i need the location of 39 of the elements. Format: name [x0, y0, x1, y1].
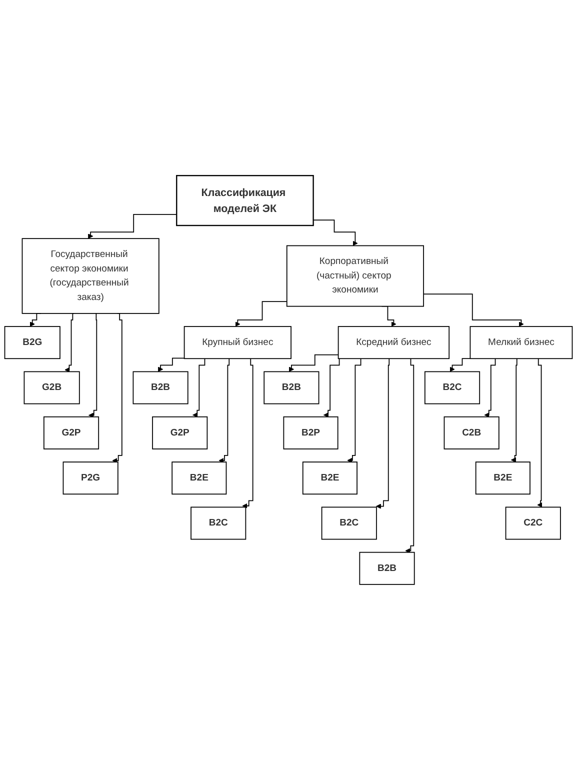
arrow [312, 220, 358, 246]
node-box: Классификация моделей ЭК [176, 174, 314, 226]
node-box: B2P [283, 416, 338, 450]
node-box: G2P [43, 416, 100, 450]
arrow [158, 358, 185, 372]
node-box: B2B [359, 552, 415, 585]
arrow [64, 313, 75, 372]
node-box: B2C [321, 506, 377, 540]
node-box: Крупный бизнес [184, 326, 292, 360]
node-box: B2E [172, 462, 227, 495]
arrow [535, 358, 542, 508]
arrow [218, 358, 232, 464]
arrow [450, 358, 473, 372]
arrow [510, 358, 518, 463]
arrow [88, 313, 98, 418]
arrow [423, 294, 524, 327]
node-box: B2G [4, 326, 60, 360]
arrow [88, 214, 178, 239]
node-box: B2E [475, 462, 530, 495]
node-box: B2E [302, 462, 358, 495]
arrow [242, 358, 254, 508]
node-box: C2C [505, 506, 561, 540]
arrow [376, 358, 390, 509]
node-box: Мелкий бизнес [470, 326, 573, 360]
node-box: B2C [190, 506, 246, 540]
node-box: Ксредний бизнес [338, 326, 450, 360]
node-box: B2B [264, 371, 320, 404]
node-box: B2C [424, 371, 480, 404]
node-box: P2G [62, 462, 118, 495]
node-box: C2B [444, 416, 500, 450]
node-box: Государственный сектор экономики (государственный заказ) [22, 238, 160, 314]
arrow [235, 301, 288, 327]
arrow [112, 313, 122, 464]
arrow [405, 358, 414, 554]
node-box: G2P [152, 416, 208, 450]
node-box: B2B [132, 371, 188, 404]
arrow [288, 354, 339, 372]
node-box: G2B [24, 371, 80, 404]
node-box: Корпоративный (частный) сектор экономики [286, 245, 424, 307]
